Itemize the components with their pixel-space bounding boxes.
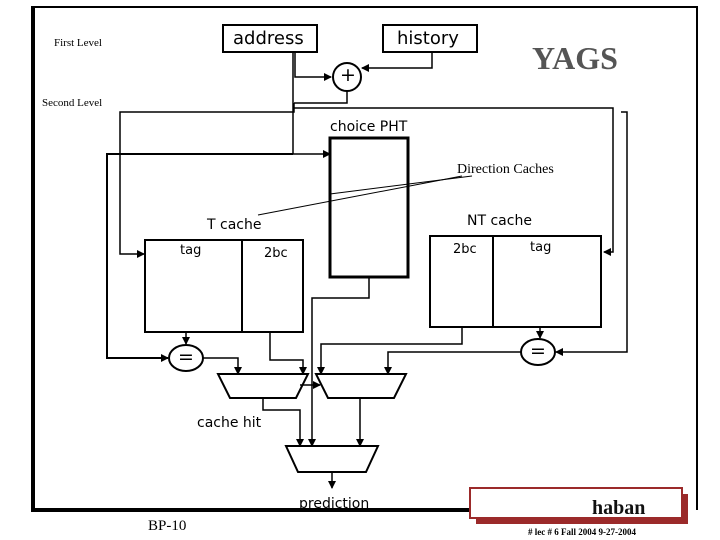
wire-t-2bc-mux — [269, 332, 307, 375]
first-level-label: First Level — [54, 37, 102, 49]
t-compare-label: = — [178, 346, 194, 368]
frame-left — [31, 6, 35, 512]
cache-hit-label: cache hit — [197, 415, 262, 431]
wire-t-compare-mux — [203, 357, 242, 375]
wire-address-adder — [294, 52, 332, 81]
wire-nt-2bc-mux — [317, 327, 463, 375]
footer-logo-box — [469, 487, 683, 519]
second-level-label: Second Level — [42, 97, 103, 109]
nt-cache-label: NT cache — [467, 213, 532, 229]
pointer-line-left — [257, 175, 463, 216]
nt-cache-box — [429, 235, 602, 328]
choice-pht-box — [328, 136, 410, 279]
slide-number: BP-10 — [148, 518, 187, 534]
frame-bottom — [31, 508, 471, 512]
frame-top — [33, 6, 697, 8]
nt-compare-label: = — [530, 340, 546, 362]
t-cache-label: T cache — [207, 217, 262, 233]
t-cache-box — [144, 239, 304, 333]
wire-address-tag-left — [106, 153, 293, 362]
wire-adder-out — [294, 91, 348, 104]
nt-cache-2bc-label: 2bc — [453, 242, 477, 257]
pointer-line-right — [329, 175, 473, 195]
nt-cache-tag-label: tag — [530, 240, 552, 255]
t-cache-2bc-label: 2bc — [264, 246, 288, 261]
address-label: address — [233, 28, 304, 49]
nt-mux — [314, 373, 408, 399]
wire-history-adder — [361, 52, 433, 72]
direction-caches-label: Direction Caches — [457, 162, 554, 177]
wire-second-level-right — [294, 107, 614, 256]
adder-label: + — [340, 64, 356, 86]
final-mux — [284, 445, 380, 473]
footer-logo-text: haban — [592, 497, 646, 519]
wire-pht-output — [308, 277, 370, 447]
slide-title: YAGS — [532, 40, 618, 76]
prediction-label: prediction — [299, 496, 370, 512]
footer-course-text: # lec # 6 Fall 2004 9-27-2004 — [528, 527, 636, 537]
t-mux — [216, 373, 310, 399]
wire-nt-compare-mux — [384, 351, 521, 375]
frame-right — [696, 6, 698, 510]
wire-right-compare — [555, 111, 628, 356]
choice-pht-label: choice PHT — [330, 119, 408, 135]
t-cache-tag-label: tag — [180, 243, 202, 258]
history-box — [382, 24, 478, 53]
address-box — [222, 24, 318, 53]
history-label: history — [397, 28, 459, 49]
wire-second-level — [119, 103, 295, 258]
wire-t-mux-final — [262, 398, 304, 447]
